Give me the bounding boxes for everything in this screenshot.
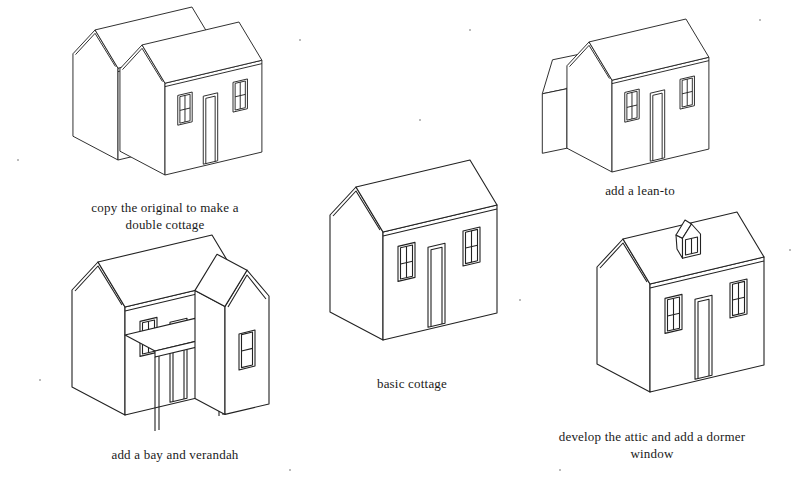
caption: add a lean-to: [560, 182, 720, 199]
basic-cottage: [330, 160, 497, 340]
dormer-cottage: [597, 212, 764, 392]
bay-cottage: [72, 235, 269, 431]
paper-speckles: [17, 19, 791, 471]
front-cottage: [120, 22, 262, 175]
caption: basic cottage: [332, 375, 492, 392]
caption: add a bay and verandah: [75, 446, 275, 463]
lean-to-cottage: [542, 19, 709, 172]
caption: copy the original to make a double cotta…: [85, 199, 245, 233]
caption: develop the attic and add a dormer windo…: [557, 428, 747, 462]
